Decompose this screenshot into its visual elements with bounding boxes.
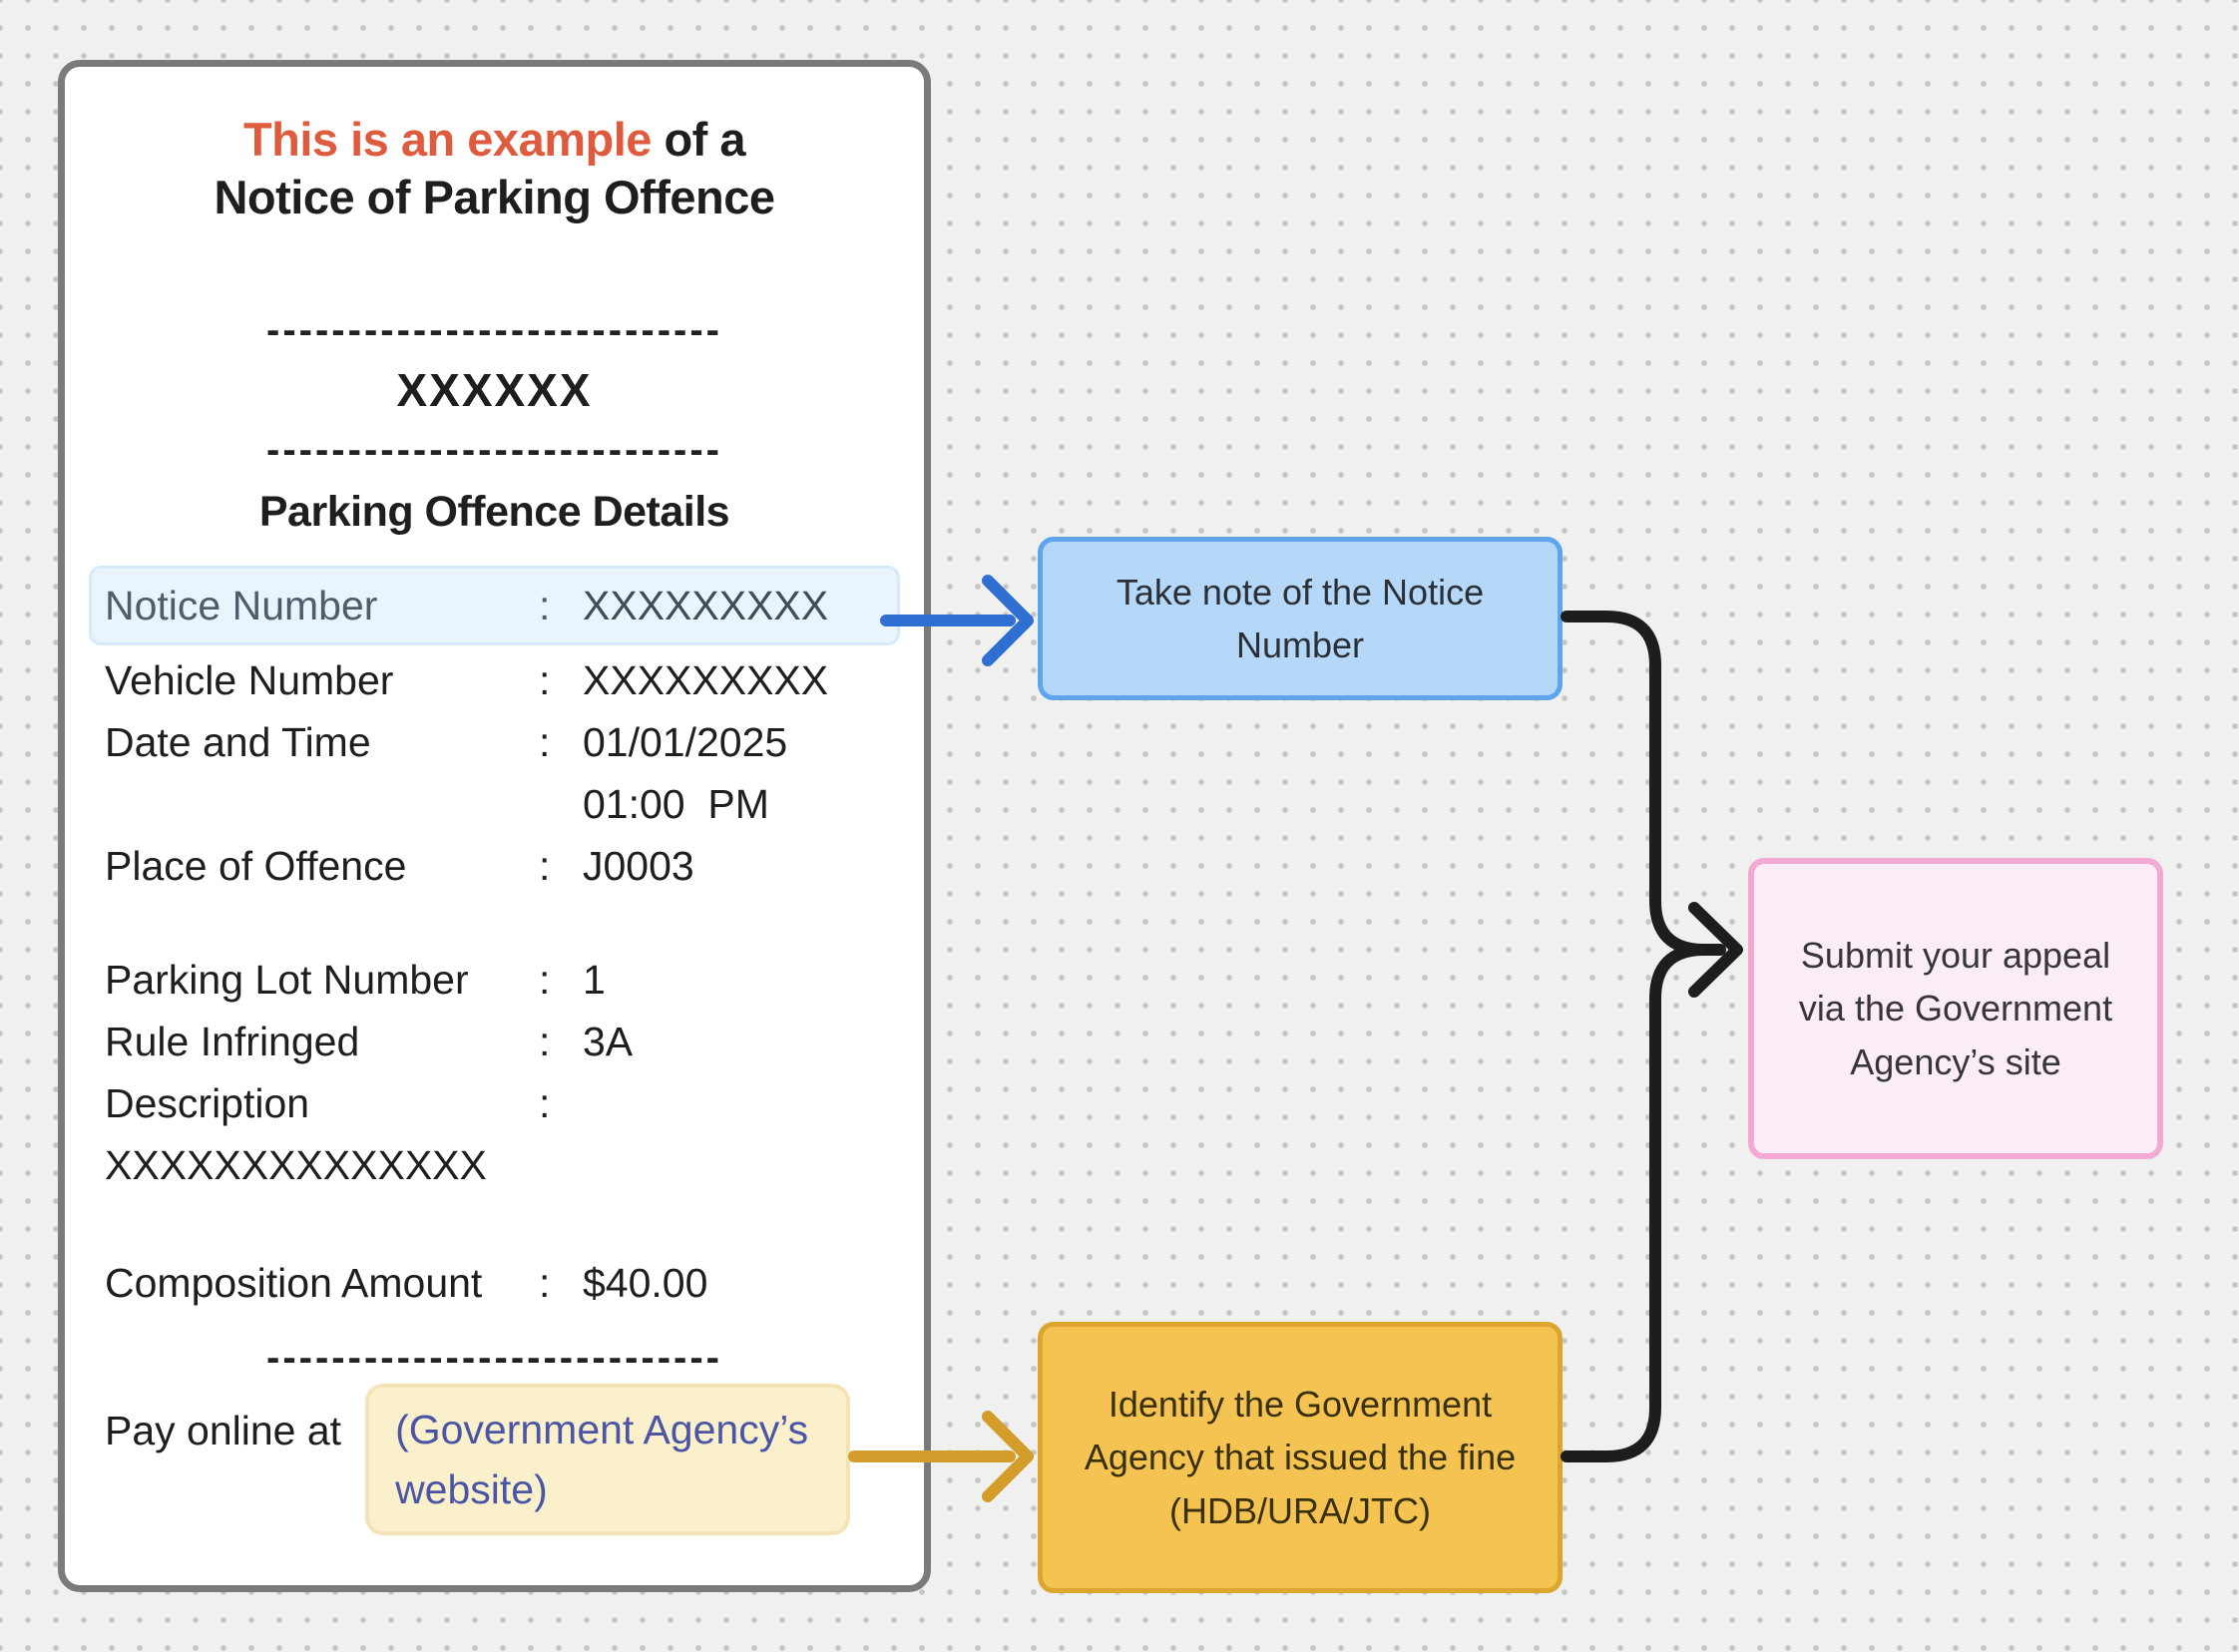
detail-row-notice-number: Notice Number : XXXXXXXXX: [105, 575, 884, 636]
divider-dashes: ----------------------------: [266, 308, 722, 352]
parking-offence-notice-card: This is an example of a Notice of Parkin…: [58, 60, 931, 1592]
callout-identify-agency: Identify the Government Agency that issu…: [1038, 1322, 1563, 1593]
divider-dashes: ----------------------------: [266, 428, 722, 472]
description-masked-value: XXXXXXXXXXXXXX: [105, 1142, 487, 1188]
row-label: Notice Number: [105, 583, 378, 628]
callout-text: Take note of the Notice Number: [1116, 571, 1485, 665]
notice-number-highlight: Notice Number : XXXXXXXXX: [89, 566, 900, 645]
detail-row-rule: Rule Infringed : 3A: [105, 1011, 884, 1072]
row-label: Place of Offence: [105, 843, 407, 889]
row-colon: :: [539, 1019, 551, 1064]
row-colon: :: [539, 719, 551, 765]
row-value: 01/01/2025 01:00 PM: [583, 711, 884, 835]
pay-online-label: Pay online at: [105, 1408, 342, 1453]
detail-row-composition: Composition Amount : $40.00: [105, 1252, 884, 1314]
time-value: 01:00 PM: [583, 781, 769, 827]
row-colon: :: [539, 957, 551, 1003]
callout-text: Submit your appeal via the Government Ag…: [1798, 935, 2113, 1082]
callout-submit-appeal: Submit your appeal via the Government Ag…: [1748, 858, 2163, 1159]
row-colon: :: [539, 1080, 551, 1126]
offence-details-list: Notice Number : XXXXXXXXX Vehicle Number…: [89, 566, 900, 1535]
agency-website-link[interactable]: (Government Agency’s website): [365, 1384, 851, 1535]
row-label: Description: [105, 1080, 310, 1126]
card-heading: This is an example of a: [105, 111, 884, 169]
row-label: Composition Amount: [105, 1260, 483, 1306]
row-label: Parking Lot Number: [105, 957, 469, 1003]
heading-rest-text: of a: [651, 113, 746, 166]
row-colon: :: [539, 843, 551, 889]
row-value: [583, 1072, 884, 1134]
callout-take-note-notice-number: Take note of the Notice Number: [1038, 537, 1563, 700]
row-label: Vehicle Number: [105, 657, 394, 703]
row-value: J0003: [583, 843, 694, 889]
detail-row-place: Place of Offence : J0003: [105, 835, 884, 897]
row-label: Date and Time: [105, 719, 371, 765]
row-colon: :: [539, 1260, 551, 1306]
heading-accent-text: This is an example: [242, 113, 652, 166]
section-title: Parking Offence Details: [258, 488, 730, 536]
row-value: XXXXXXXXX: [583, 657, 829, 703]
detail-row-parking-lot: Parking Lot Number : 1: [105, 949, 884, 1011]
card-heading-line2: Notice of Parking Offence: [214, 171, 775, 223]
date-value: 01/01/2025: [583, 719, 788, 765]
detail-row-vehicle-number: Vehicle Number : XXXXXXXXX: [105, 649, 884, 711]
row-value: $40.00: [583, 1260, 708, 1306]
detail-row-date-time: Date and Time : 01/01/2025 01:00 PM: [105, 711, 884, 835]
divider-dashes: ----------------------------: [266, 1336, 722, 1380]
row-colon: :: [539, 657, 551, 703]
row-value: 3A: [583, 1019, 634, 1064]
merge-connector-arrow: [1561, 611, 1743, 1462]
row-value: 1: [583, 957, 606, 1003]
masked-header: XXXXXX: [396, 364, 593, 416]
row-label: Rule Infringed: [105, 1019, 360, 1064]
row-colon: :: [539, 583, 551, 628]
pay-online-line: Pay online at (Government Agency’s websi…: [105, 1384, 884, 1535]
detail-row-description: Description :: [105, 1072, 884, 1134]
row-value: XXXXXXXXX: [583, 583, 829, 628]
callout-text: Identify the Government Agency that issu…: [1084, 1384, 1517, 1531]
